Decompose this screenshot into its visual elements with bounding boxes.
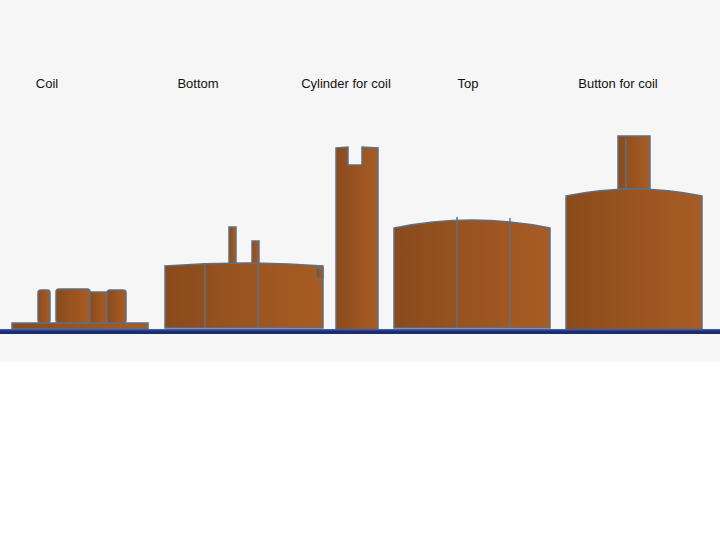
part-name: Coil <box>36 76 58 91</box>
part-name: Bottom <box>177 76 218 91</box>
part-name: Button for coil <box>578 76 658 91</box>
part-name: Cylinder for coil <box>301 76 391 91</box>
part-name: Top <box>458 76 479 91</box>
